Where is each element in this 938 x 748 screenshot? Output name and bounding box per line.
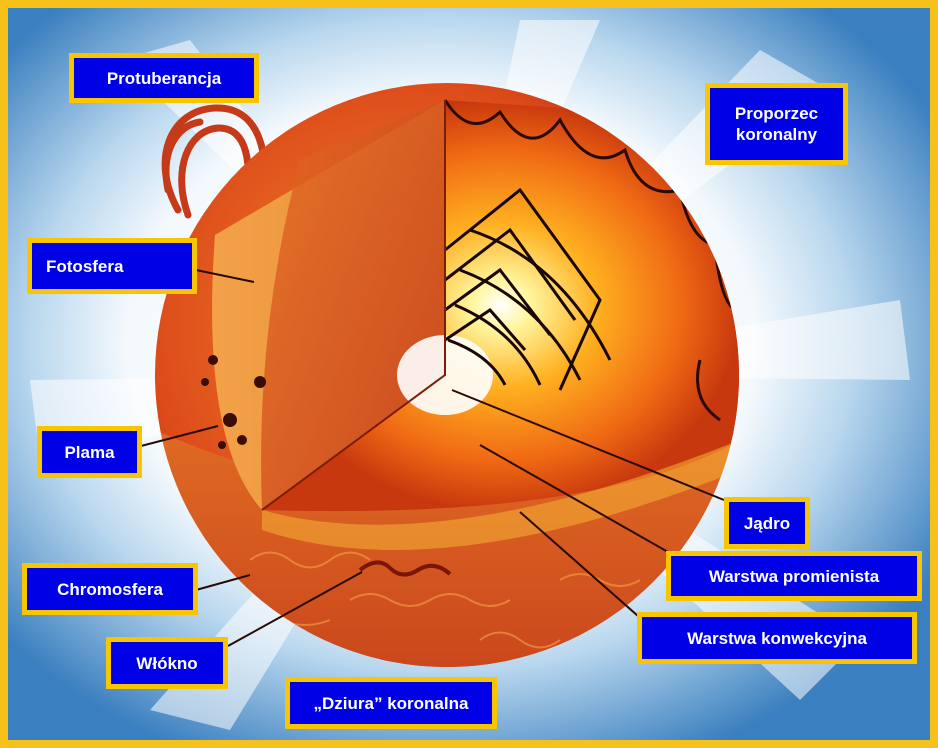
label-radiative-zone: Warstwa promienista — [666, 551, 922, 601]
label-prominence: Protuberancja — [69, 53, 259, 103]
label-core: Jądro — [724, 497, 810, 549]
label-chromosphere: Chromosfera — [22, 563, 198, 615]
label-sunspot: Plama — [37, 426, 142, 478]
label-convection-zone: Warstwa konwekcyjna — [637, 612, 917, 664]
label-filament: Włókno — [106, 637, 228, 689]
label-coronal-streamer: Proporzec koronalny — [705, 83, 848, 165]
label-photosphere: Fotosfera — [27, 238, 197, 294]
label-coronal-hole: „Dziura” koronalna — [285, 677, 497, 729]
